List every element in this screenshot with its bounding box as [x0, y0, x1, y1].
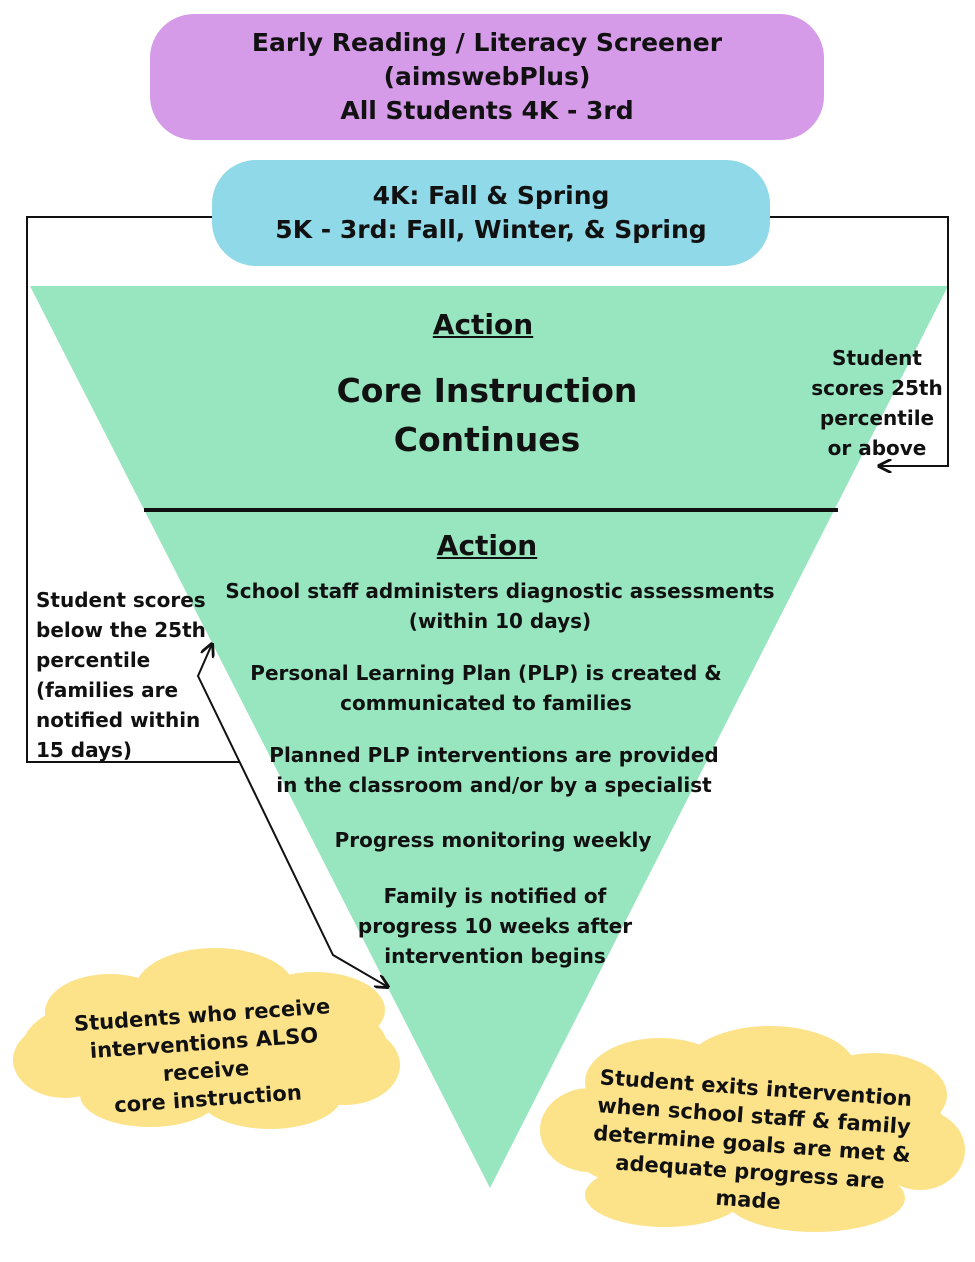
step-family-notified-line1: Family is notified of — [383, 884, 607, 908]
left-label-line1: Student scores — [36, 588, 206, 612]
step-diagnostic-line1: School staff administers diagnostic asse… — [225, 579, 775, 603]
step-family-notified: Family is notified of progress 10 weeks … — [340, 881, 650, 971]
step-plp-interventions: Planned PLP interventions are provided i… — [244, 740, 744, 800]
right-connector-arrow — [770, 216, 949, 466]
upper-action-heading: Action — [432, 308, 534, 341]
step-diagnostic: School staff administers diagnostic asse… — [200, 576, 800, 636]
left-connector-line — [26, 216, 240, 763]
lower-action-heading: Action — [436, 529, 538, 562]
step-family-notified-line2: progress 10 weeks after — [357, 914, 633, 938]
step-progress-monitoring: Progress monitoring weekly — [293, 825, 693, 855]
cloud-right-shape — [540, 1026, 965, 1232]
left-label-line6: 15 days) — [36, 738, 133, 762]
core-instruction-line2: Continues — [393, 420, 581, 459]
right-label-line1: Student — [832, 346, 922, 370]
screener-box: Early Reading / Literacy Screener (aimsw… — [150, 14, 824, 140]
step-plp-created-line1: Personal Learning Plan (PLP) is created … — [250, 661, 722, 685]
cloud-left-shape — [13, 948, 400, 1129]
left-label-line3: percentile — [36, 648, 151, 672]
schedule-4k: 4K: Fall & Spring — [372, 181, 610, 210]
cloud-right-text: Student exits intervention when school s… — [578, 1062, 927, 1225]
left-label-line4: (families are — [36, 678, 179, 702]
right-label-line3: percentile — [819, 406, 935, 430]
schedule-5k-3rd: 5K - 3rd: Fall, Winter, & Spring — [275, 215, 707, 244]
step-plp-interventions-line1: Planned PLP interventions are provided — [269, 743, 719, 767]
left-label-line5: notified within — [36, 708, 201, 732]
step-family-notified-line3: intervention begins — [384, 944, 606, 968]
step-plp-created-line2: communicated to families — [340, 691, 632, 715]
step-diagnostic-line2: (within 10 days) — [408, 609, 592, 633]
double-arrow — [196, 644, 388, 987]
schedule-box: 4K: Fall & Spring 5K - 3rd: Fall, Winter… — [212, 160, 770, 266]
cloud-left-text: Students who receive interventions ALSO … — [41, 990, 368, 1124]
right-label-line2: scores 25th — [811, 376, 943, 400]
left-label: Student scores below the 25th percentile… — [36, 585, 216, 765]
screener-subtitle: (aimswebPlus) — [383, 62, 591, 91]
core-instruction-line1: Core Instruction — [336, 371, 638, 410]
screener-audience: All Students 4K - 3rd — [340, 96, 634, 125]
core-instruction-text: Core Instruction Continues — [287, 366, 687, 464]
right-label-line4: or above — [827, 436, 927, 460]
right-label: Student scores 25th percentile or above — [808, 343, 946, 463]
screener-title: Early Reading / Literacy Screener — [251, 28, 723, 57]
left-label-line2: below the 25th — [36, 618, 206, 642]
step-plp-interventions-line2: in the classroom and/or by a specialist — [276, 773, 712, 797]
step-progress-monitoring-line1: Progress monitoring weekly — [334, 828, 652, 852]
step-plp-created: Personal Learning Plan (PLP) is created … — [236, 658, 736, 718]
